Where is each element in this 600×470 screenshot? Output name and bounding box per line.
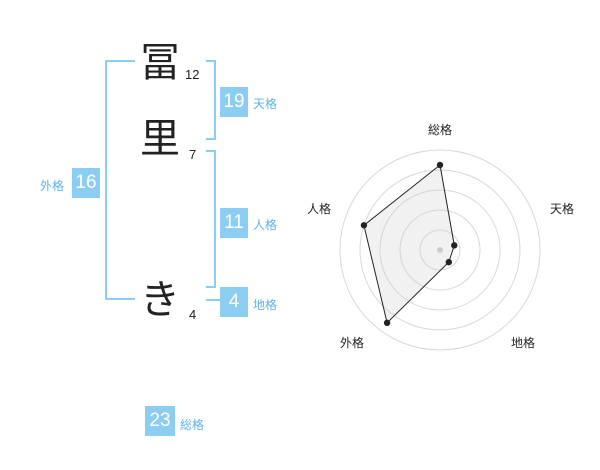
stroke-count-3: 4 — [189, 307, 197, 322]
radar-center-dot — [437, 247, 443, 253]
jinkaku-bracket-top — [206, 150, 216, 152]
radar-label-soukaku: 総格 — [428, 122, 452, 137]
soukaku-badge: 23 — [145, 406, 175, 436]
tenkaku-bracket-bottom — [206, 138, 216, 140]
radar-ring — [339, 149, 541, 351]
radar-point — [383, 319, 391, 327]
radar-point — [451, 242, 458, 249]
name-char-1: 冨 — [140, 40, 180, 86]
gaikaku-bracket-top — [105, 60, 135, 62]
radar-ring — [379, 189, 501, 311]
radar-label-tenkaku: 天格 — [550, 201, 574, 216]
gaikaku-bracket-vertical — [105, 60, 107, 300]
gaikaku-badge: 16 — [72, 168, 100, 198]
jinkaku-label: 人格 — [253, 218, 278, 232]
radar-points — [360, 161, 458, 327]
radar-point — [360, 222, 368, 229]
tenkaku-bracket-vertical — [214, 60, 216, 140]
tenkaku-badge: 19 — [220, 87, 248, 117]
stroke-count-1: 12 — [185, 67, 200, 82]
radar-label-chikaku: 地格 — [511, 335, 535, 350]
jinkaku-bracket-vertical — [214, 150, 216, 288]
jinkaku-bracket-bottom — [206, 286, 216, 288]
name-char-2: 里 — [140, 116, 180, 162]
radar-label-jinkaku: 人格 — [307, 201, 331, 216]
radar-label-gaikaku: 外格 — [340, 335, 364, 350]
radar-rings — [339, 149, 541, 351]
radar-point — [436, 161, 444, 169]
chikaku-connector — [206, 299, 220, 301]
tenkaku-label: 天格 — [253, 97, 278, 111]
radar-ring — [359, 169, 521, 331]
jinkaku-badge: 11 — [220, 208, 248, 238]
chikaku-label: 地格 — [253, 298, 278, 312]
gaikaku-label: 外格 — [40, 179, 65, 193]
stroke-count-2: 7 — [189, 147, 197, 162]
soukaku-label: 総格 — [180, 418, 205, 432]
chikaku-badge: 4 — [220, 287, 248, 317]
tenkaku-bracket-top — [206, 60, 216, 62]
radar-area — [363, 164, 455, 324]
radar-ring — [419, 229, 461, 271]
radar-point — [445, 258, 453, 266]
name-char-3: き — [140, 277, 180, 323]
radar-ring — [399, 209, 481, 291]
gaikaku-bracket-bottom — [105, 298, 135, 300]
